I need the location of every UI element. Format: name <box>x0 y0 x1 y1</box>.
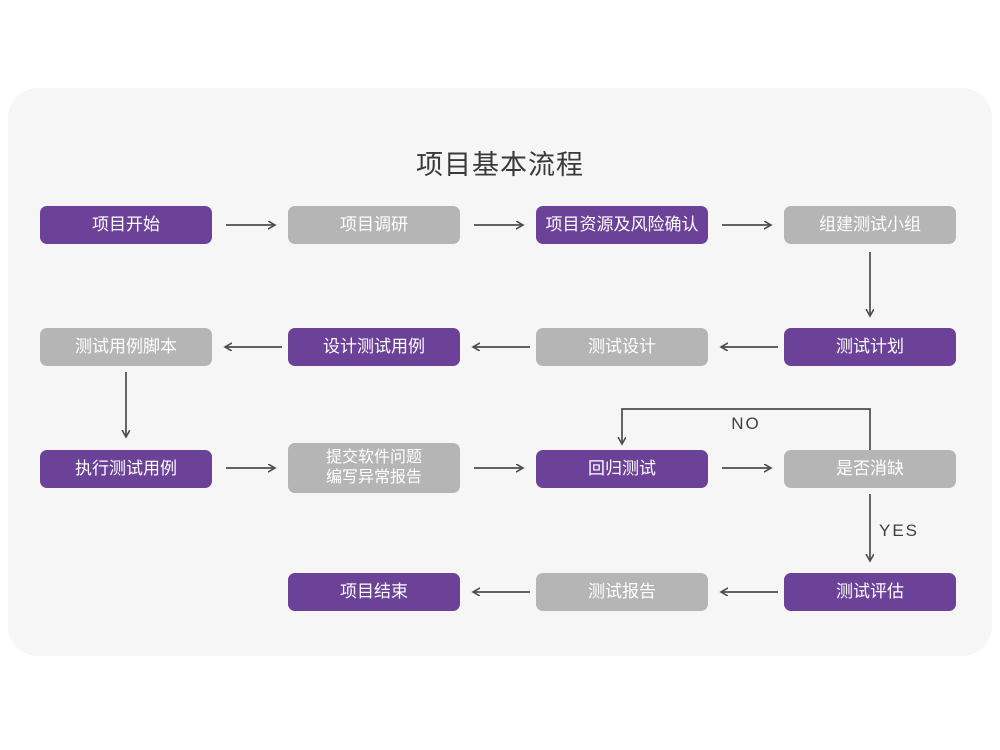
node-test-case-script: 测试用例脚本 <box>40 328 212 366</box>
node-label-line2: 编写异常报告 <box>325 469 422 486</box>
node-build-test-team: 组建测试小组 <box>784 206 956 244</box>
node-label: 测试用例脚本 <box>75 337 177 357</box>
node-execute-test-case: 执行测试用例 <box>40 450 212 488</box>
node-label: 项目结束 <box>340 582 408 602</box>
node-project-start: 项目开始 <box>40 206 212 244</box>
node-label: 测试计划 <box>836 337 904 357</box>
node-label: 项目调研 <box>340 215 408 235</box>
node-label-line1: 提交软件问题 <box>325 449 422 466</box>
node-test-report: 测试报告 <box>536 573 708 611</box>
node-label: 项目资源及风险确认 <box>545 215 699 235</box>
node-project-end: 项目结束 <box>288 573 460 611</box>
node-design-test-case: 设计测试用例 <box>288 328 460 366</box>
node-submit-issue-report: 提交软件问题 编写异常报告 <box>288 443 460 493</box>
node-test-evaluation: 测试评估 <box>784 573 956 611</box>
node-label: 设计测试用例 <box>323 337 425 357</box>
node-test-design: 测试设计 <box>536 328 708 366</box>
node-label: 项目开始 <box>92 215 160 235</box>
flowchart-card <box>8 88 992 656</box>
node-label: 组建测试小组 <box>819 215 921 235</box>
node-test-plan: 测试计划 <box>784 328 956 366</box>
node-resource-risk: 项目资源及风险确认 <box>536 206 708 244</box>
diagram-title: 项目基本流程 <box>416 150 584 180</box>
node-regression-test: 回归测试 <box>536 450 708 488</box>
node-label: 测试报告 <box>588 582 656 602</box>
edge-label-yes: YES <box>879 521 920 540</box>
node-label: 执行测试用例 <box>75 459 177 479</box>
node-label: 测试评估 <box>836 582 904 602</box>
node-project-research: 项目调研 <box>288 206 460 244</box>
node-label: 测试设计 <box>588 337 656 357</box>
node-defect-cleared: 是否消缺 <box>784 450 956 488</box>
node-label: 回归测试 <box>588 459 656 479</box>
node-label: 是否消缺 <box>836 459 904 479</box>
edge-label-no: NO <box>731 414 761 433</box>
